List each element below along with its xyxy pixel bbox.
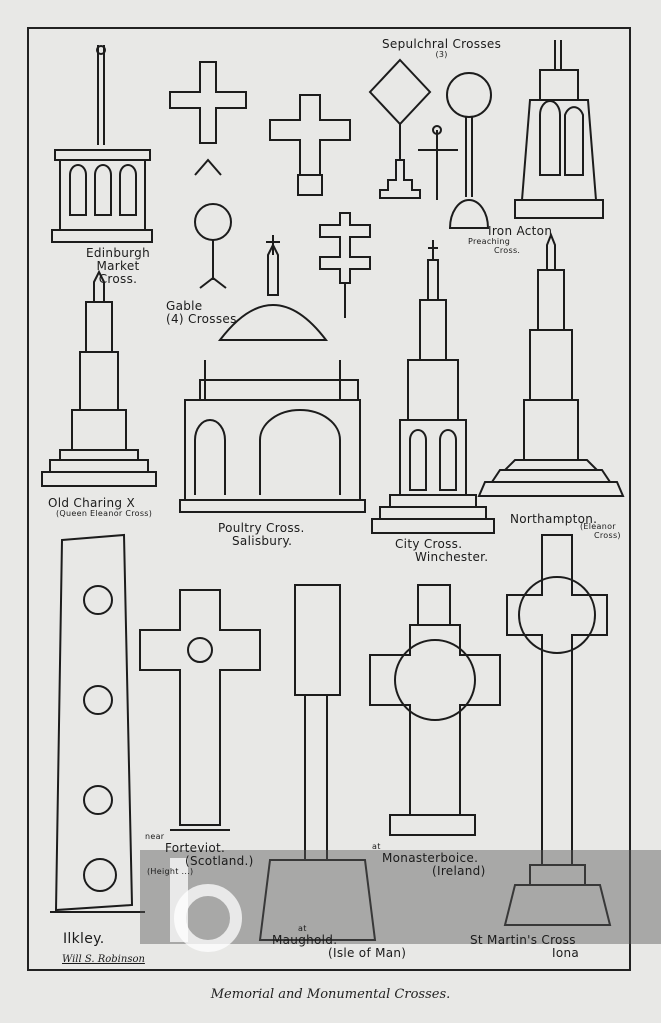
old-charing-cross-drawing (41, 269, 157, 487)
watermark-logo (170, 858, 242, 952)
sepulchral-cross-drawings (368, 58, 492, 229)
maughold-cross-drawing (258, 584, 377, 941)
monasterboice-cross-drawing (369, 584, 501, 836)
gable-cross-drawings (169, 61, 371, 318)
label-poultry-cross: Poultry Cross.Salisbury. (218, 521, 305, 549)
illustration-frame (27, 27, 631, 971)
label-gable-crosses: Gable(4) Crosses (166, 299, 237, 327)
st-martins-cross-drawing (503, 534, 612, 926)
ilkley-cross-drawing (50, 533, 145, 913)
label-sepulchral-crosses: Sepulchral Crosses(3) (382, 37, 502, 60)
artist-signature: Will S. Robinson (62, 954, 145, 965)
winchester-city-cross-drawing (371, 240, 495, 534)
poultry-cross-drawing (179, 235, 366, 513)
edinburgh-market-cross-drawing (51, 45, 153, 243)
figure-caption: Memorial and Monumental Crosses. (210, 987, 451, 1002)
label-old-charing-cross: Old Charing X(Queen Eleanor Cross) (48, 496, 153, 519)
iron-acton-cross-drawing (514, 40, 604, 219)
forteviot-cross-drawing (139, 589, 261, 831)
label-city-cross-winchester: City Cross.Winchester. (395, 537, 489, 565)
northampton-cross-drawing (477, 232, 625, 497)
label-ilkley: Ilkley. (63, 931, 105, 947)
